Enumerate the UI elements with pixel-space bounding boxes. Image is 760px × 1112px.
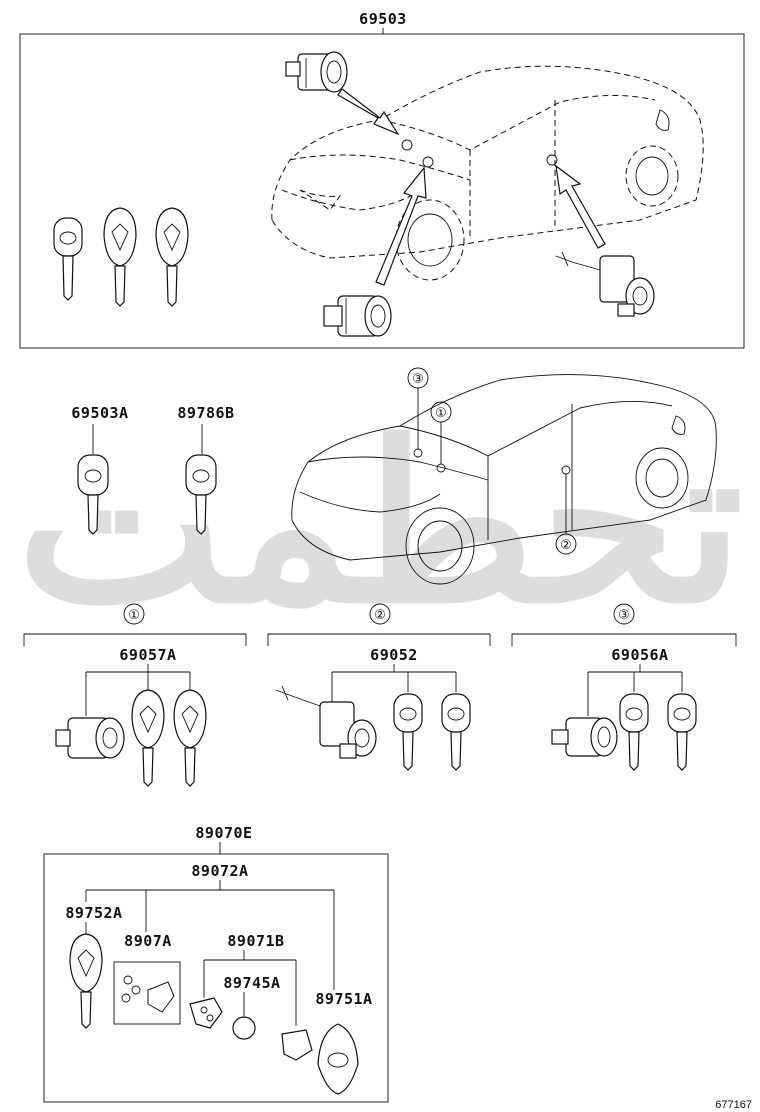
remote-key-icon-2 bbox=[155, 207, 189, 307]
case-cover-icon bbox=[281, 1029, 313, 1061]
circuit-box bbox=[113, 961, 181, 1025]
set1-mark: ① bbox=[128, 608, 140, 623]
part-number-69052[interactable]: 69052 bbox=[370, 646, 418, 664]
single-keys-section: 69503A 89786B bbox=[71, 404, 234, 535]
arrow-to-ignition bbox=[375, 166, 427, 286]
set1-remote-key-icon-2 bbox=[173, 689, 207, 787]
part-number-89745a[interactable]: 89745A bbox=[223, 974, 280, 992]
remote-key-icon bbox=[103, 207, 137, 307]
location-mark-1: ① bbox=[435, 406, 447, 421]
remote-key-89752a-icon bbox=[69, 933, 103, 1029]
set1-remote-key-icon bbox=[131, 689, 165, 787]
top-frame bbox=[19, 33, 745, 349]
part-number-89072a[interactable]: 89072A bbox=[191, 862, 248, 880]
set3-key-icon-2 bbox=[667, 693, 697, 771]
ignition-cylinder-icon bbox=[323, 295, 392, 337]
door-lock-cylinder-icon bbox=[555, 251, 655, 317]
location-section: ③ ① ② bbox=[291, 367, 717, 585]
set2-section: ② 69052 bbox=[267, 603, 491, 771]
set2-mark: ② bbox=[374, 608, 386, 623]
set3-key-icon bbox=[619, 693, 649, 771]
arrow-to-rear-door bbox=[555, 164, 606, 249]
part-number-89786b[interactable]: 89786B bbox=[177, 404, 234, 422]
master-key-icon bbox=[53, 217, 83, 301]
part-number-69503a[interactable]: 69503A bbox=[71, 404, 128, 422]
part-number-89071b[interactable]: 89071B bbox=[227, 932, 284, 950]
top-section: 69503 bbox=[19, 10, 745, 349]
set2-key-icon bbox=[393, 693, 423, 771]
set1-cylinder-icon bbox=[55, 717, 125, 759]
key-89786b-icon bbox=[185, 454, 217, 535]
set3-section: ③ 69056A bbox=[511, 603, 737, 771]
circuit-board-icon bbox=[121, 975, 175, 1013]
key-69503a-icon bbox=[77, 454, 109, 535]
remote-section: 89070E 89072A 89752A 8907A 89071B 89745A bbox=[43, 824, 389, 1103]
location-mark-2: ② bbox=[560, 538, 572, 553]
part-number-89070e[interactable]: 89070E bbox=[195, 824, 252, 842]
case-half-icon bbox=[189, 997, 223, 1029]
location-mark-3: ③ bbox=[412, 372, 424, 387]
key-cover-icon bbox=[317, 1023, 359, 1095]
car-illustration-top bbox=[271, 65, 704, 281]
part-number-89751a[interactable]: 89751A bbox=[315, 990, 372, 1008]
set2-key-icon-2 bbox=[441, 693, 471, 771]
car-illustration-locations bbox=[291, 374, 717, 585]
part-number-69057a[interactable]: 69057A bbox=[119, 646, 176, 664]
arrow-to-door-lock bbox=[337, 88, 400, 136]
set1-section: ① 69057A bbox=[23, 603, 247, 787]
part-number-69056a[interactable]: 69056A bbox=[611, 646, 668, 664]
battery-icon bbox=[232, 1016, 256, 1040]
set2-door-lock-icon bbox=[275, 685, 377, 759]
part-number-8907a[interactable]: 8907A bbox=[124, 932, 172, 950]
part-number-69503[interactable]: 69503 bbox=[359, 10, 407, 28]
reference-id: 677167 bbox=[715, 1099, 752, 1111]
set3-cylinder-icon bbox=[551, 717, 618, 757]
set3-mark: ③ bbox=[618, 608, 630, 623]
lock-cylinder-icon bbox=[285, 51, 348, 93]
part-number-89752a[interactable]: 89752A bbox=[65, 904, 122, 922]
remote-frame bbox=[43, 853, 389, 1103]
